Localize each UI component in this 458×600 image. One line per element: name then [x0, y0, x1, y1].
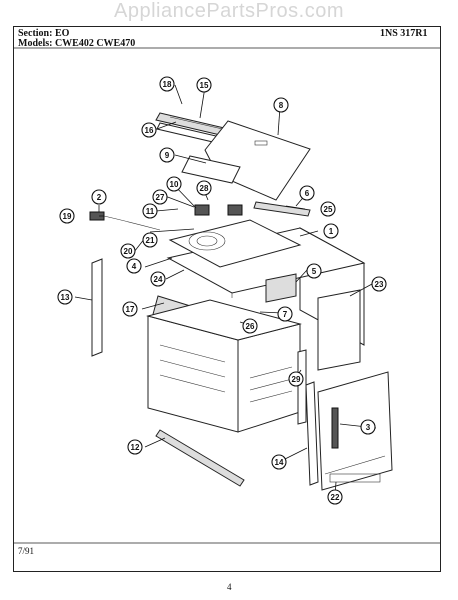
svg-text:20: 20: [124, 247, 133, 256]
svg-text:11: 11: [146, 207, 155, 216]
svg-text:29: 29: [292, 375, 301, 384]
callout-15: 15: [196, 77, 212, 93]
callout-4: 4: [126, 258, 142, 274]
bottom-strip-part: [155, 429, 245, 487]
svg-text:15: 15: [200, 81, 209, 90]
svg-text:26: 26: [246, 322, 255, 331]
control-assembly-part: [168, 204, 302, 268]
watermark: AppliancePartsPros.com: [114, 0, 344, 22]
callout-9: 9: [159, 147, 175, 163]
svg-text:22: 22: [331, 493, 340, 502]
callout-1: 1: [323, 223, 339, 239]
rear-bar-part: [253, 201, 311, 217]
svg-text:10: 10: [170, 180, 179, 189]
svg-text:24: 24: [154, 275, 163, 284]
svg-text:17: 17: [126, 305, 135, 314]
callout-12: 12: [127, 439, 143, 455]
section-label: Section: EO: [18, 28, 70, 39]
callout-8: 8: [273, 97, 289, 113]
svg-text:21: 21: [146, 236, 155, 245]
svg-text:28: 28: [200, 184, 209, 193]
callout-21: 21: [142, 232, 158, 248]
callout-25: 25: [320, 201, 336, 217]
callout-5: 5: [306, 263, 322, 279]
control-panel-part: [317, 371, 393, 491]
svg-text:2: 2: [97, 193, 102, 202]
callout-6: 6: [299, 185, 315, 201]
callout-14: 14: [271, 454, 287, 470]
callout-19: 19: [59, 208, 75, 224]
part-number: 1NS 317R1: [380, 28, 428, 39]
junction-box-part: [265, 273, 297, 303]
svg-text:27: 27: [156, 193, 165, 202]
callout-22: 22: [327, 489, 343, 505]
left-strip-part: [91, 258, 103, 357]
callout-20: 20: [120, 243, 136, 259]
svg-text:6: 6: [305, 189, 310, 198]
callout-26: 26: [242, 318, 258, 334]
svg-text:18: 18: [163, 80, 172, 89]
svg-text:13: 13: [61, 293, 70, 302]
svg-text:5: 5: [312, 267, 317, 276]
callout-10: 10: [166, 176, 182, 192]
svg-text:16: 16: [145, 126, 154, 135]
callout-23: 23: [371, 276, 387, 292]
callout-28: 28: [196, 180, 212, 196]
svg-text:23: 23: [375, 280, 384, 289]
plate-part: [181, 155, 241, 184]
svg-text:25: 25: [324, 205, 333, 214]
footer-date: 7/91: [18, 546, 35, 556]
callout-2: 2: [91, 189, 107, 205]
svg-text:3: 3: [366, 423, 371, 432]
callout-11: 11: [142, 203, 158, 219]
svg-text:19: 19: [63, 212, 72, 221]
oven-cavity-part: [146, 299, 302, 433]
svg-text:8: 8: [279, 101, 284, 110]
page-number: 4: [227, 582, 232, 592]
callout-16: 16: [141, 122, 157, 138]
svg-text:7: 7: [283, 310, 288, 319]
callout-27: 27: [152, 189, 168, 205]
top-panel-part: [204, 120, 311, 201]
right-strip-part: [297, 349, 307, 425]
callout-17: 17: [122, 301, 138, 317]
svg-text:14: 14: [275, 458, 284, 467]
callout-24: 24: [150, 271, 166, 287]
svg-text:9: 9: [165, 151, 170, 160]
svg-text:4: 4: [132, 262, 137, 271]
callout-29: 29: [288, 371, 304, 387]
svg-text:12: 12: [131, 443, 140, 452]
callout-7: 7: [277, 306, 293, 322]
models-label: Models: CWE402 CWE470: [18, 38, 136, 49]
svg-text:1: 1: [329, 227, 334, 236]
callout-13: 13: [57, 289, 73, 305]
front-trim-part: [305, 381, 319, 486]
diagram-frame: [13, 26, 441, 572]
rear-panel-part: [317, 289, 361, 371]
callout-3: 3: [360, 419, 376, 435]
callout-18: 18: [159, 76, 175, 92]
